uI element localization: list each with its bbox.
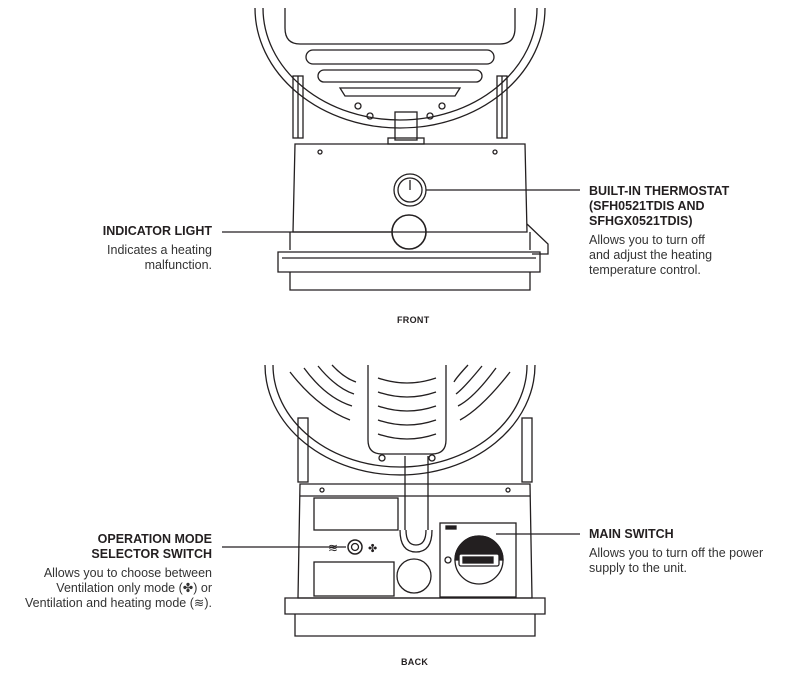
indicator-light-callout: INDICATOR LIGHT Indicates a heating malf… xyxy=(12,224,212,273)
thermostat-callout: BUILT-IN THERMOSTAT (SFH0521TDIS AND SFH… xyxy=(589,184,784,278)
indicator-light-description: Indicates a heating malfunction. xyxy=(107,243,212,272)
back-view-heater: ≋ ✤ xyxy=(264,364,546,637)
thermostat-title-line1: BUILT-IN THERMOSTAT xyxy=(589,184,730,198)
main-switch-title: MAIN SWITCH xyxy=(589,527,674,541)
thermostat-description: Allows you to turn off and adjust the he… xyxy=(589,233,713,277)
mode-selector-description: Allows you to choose between Ventilation… xyxy=(25,566,212,610)
mode-selector-title-line2: SELECTOR SWITCH xyxy=(91,547,212,561)
main-switch-callout: MAIN SWITCH Allows you to turn off the p… xyxy=(589,527,784,576)
mode-selector-title-line1: OPERATION MODE xyxy=(97,532,212,546)
main-switch-description: Allows you to turn off the power supply … xyxy=(589,546,764,575)
svg-text:✤: ✤ xyxy=(368,543,377,555)
svg-text:≋: ≋ xyxy=(328,541,338,555)
thermostat-title-line2: (SFH0521TDIS AND xyxy=(589,199,705,213)
back-view-label: BACK xyxy=(401,657,429,667)
front-view-label: FRONT xyxy=(397,315,430,325)
mode-selector-callout: OPERATION MODE SELECTOR SWITCH Allows yo… xyxy=(0,532,212,611)
thermostat-title-line3: SFHGX0521TDIS) xyxy=(589,214,693,228)
indicator-light-title: INDICATOR LIGHT xyxy=(102,224,212,238)
front-view-heater xyxy=(254,7,549,291)
